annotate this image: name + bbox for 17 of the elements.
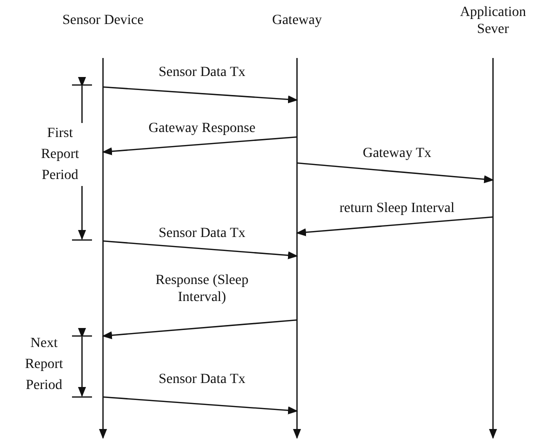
message-label: Gateway Tx bbox=[362, 145, 432, 162]
message-label: Sensor Data Tx bbox=[158, 64, 246, 81]
message-arrow bbox=[102, 86, 298, 104]
message-arrow bbox=[102, 319, 298, 340]
message-label: Gateway Response bbox=[148, 120, 256, 137]
lifeline-title: Application Sever bbox=[458, 4, 528, 38]
lifeline-title: Sensor Device bbox=[61, 12, 145, 29]
message-arrow bbox=[296, 216, 494, 236]
lifeline-title: Gateway bbox=[271, 12, 323, 29]
message-arrow bbox=[102, 396, 298, 414]
message-arrow bbox=[102, 240, 298, 260]
message-label: return Sleep Interval bbox=[338, 200, 456, 217]
message-label: Sensor Data Tx bbox=[158, 371, 246, 388]
message-arrow bbox=[296, 162, 494, 184]
message-arrow bbox=[102, 136, 298, 156]
message-label: Sensor Data Tx bbox=[158, 225, 246, 242]
message-label: Response (Sleep Interval) bbox=[154, 272, 250, 306]
